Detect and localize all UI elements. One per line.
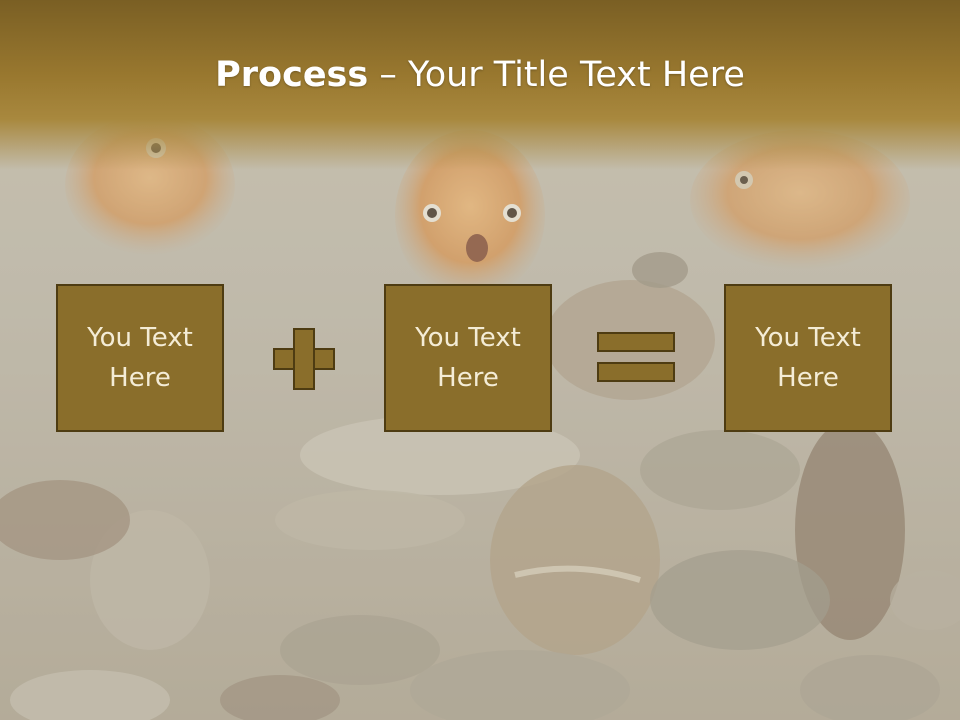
title-bold: Process [215,55,369,95]
equals-top-bar [597,332,675,352]
equals-icon [597,332,675,384]
plus-center [295,350,313,368]
text-box-2[interactable]: You Text Here [384,284,552,432]
equals-bottom-bar [597,362,675,382]
slide-title: Process – Your Title Text Here [0,52,960,98]
text-box-1[interactable]: You Text Here [56,284,224,432]
title-rest: – Your Title Text Here [368,55,745,95]
plus-icon [273,328,335,390]
text-box-3[interactable]: You Text Here [724,284,892,432]
header-band [0,0,960,170]
